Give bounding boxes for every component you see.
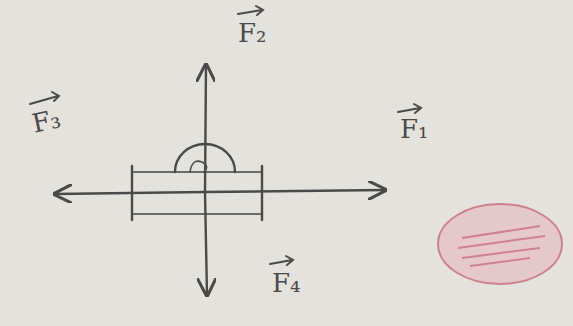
vector-sign: [238, 6, 263, 15]
force-label: F₁: [400, 116, 428, 142]
block-edge: [261, 166, 263, 220]
force-arrow-down: [205, 192, 207, 295]
force-arrow-up: [205, 65, 206, 192]
force-label: F₄: [272, 270, 300, 296]
force-arrow-left: [55, 192, 205, 194]
vector-sign: [30, 92, 59, 104]
force-label: F₃: [30, 105, 63, 136]
vector-sign: [270, 256, 293, 265]
stamp: [438, 204, 562, 284]
force-label: F₂: [238, 20, 266, 46]
force-arrow-right: [205, 190, 385, 192]
vector-sign: [398, 104, 421, 113]
